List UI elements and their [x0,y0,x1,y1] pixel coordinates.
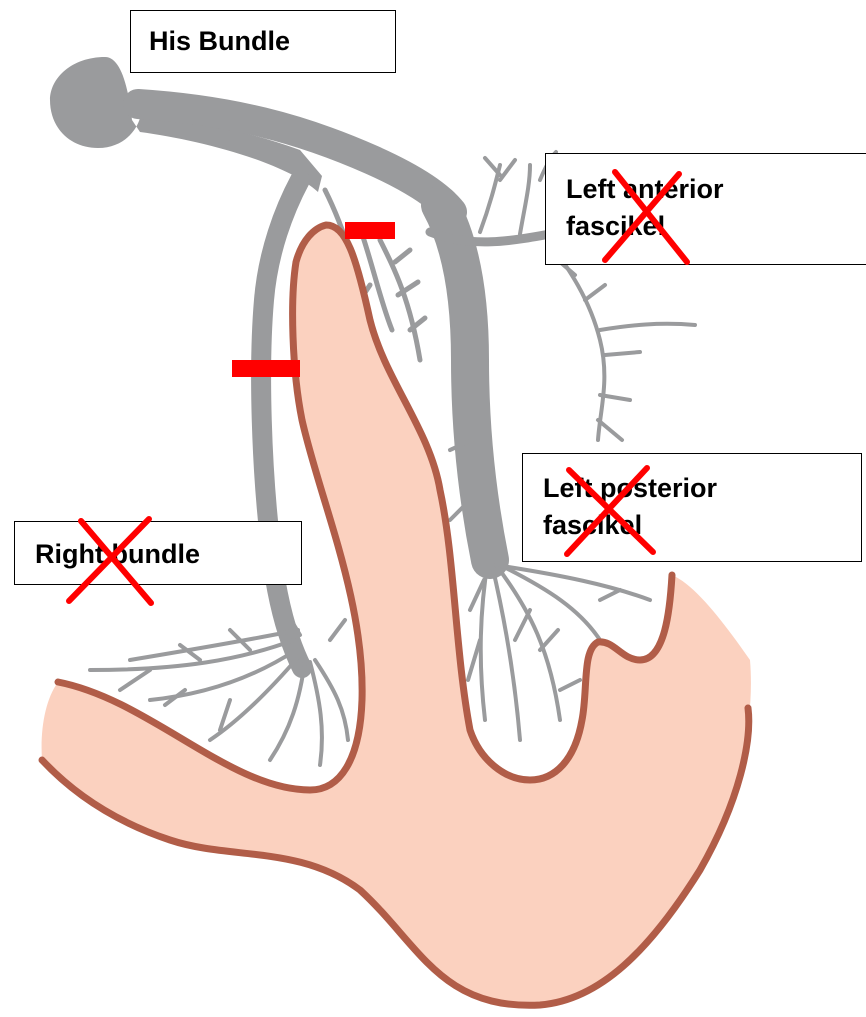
left-posterior-block-x-icon [561,464,661,556]
left-anterior-block-x-icon [601,168,691,266]
left-anterior-fascicle-label: Left anterior fascikel [545,153,866,265]
left-posterior-fascicle-label: Left posterior fascikel [522,453,862,562]
right-bundle-block-bar [232,360,300,377]
left-anterior-block-bar [345,222,395,239]
myocardium [42,225,751,1005]
left-anterior-fascicle [430,232,560,242]
his-bundle-label: His Bundle [130,10,396,73]
right-bundle-label: Right bundle [14,521,302,585]
right-bundle-block-x-icon [65,515,155,607]
his-bundle-label-text: His Bundle [149,26,290,56]
